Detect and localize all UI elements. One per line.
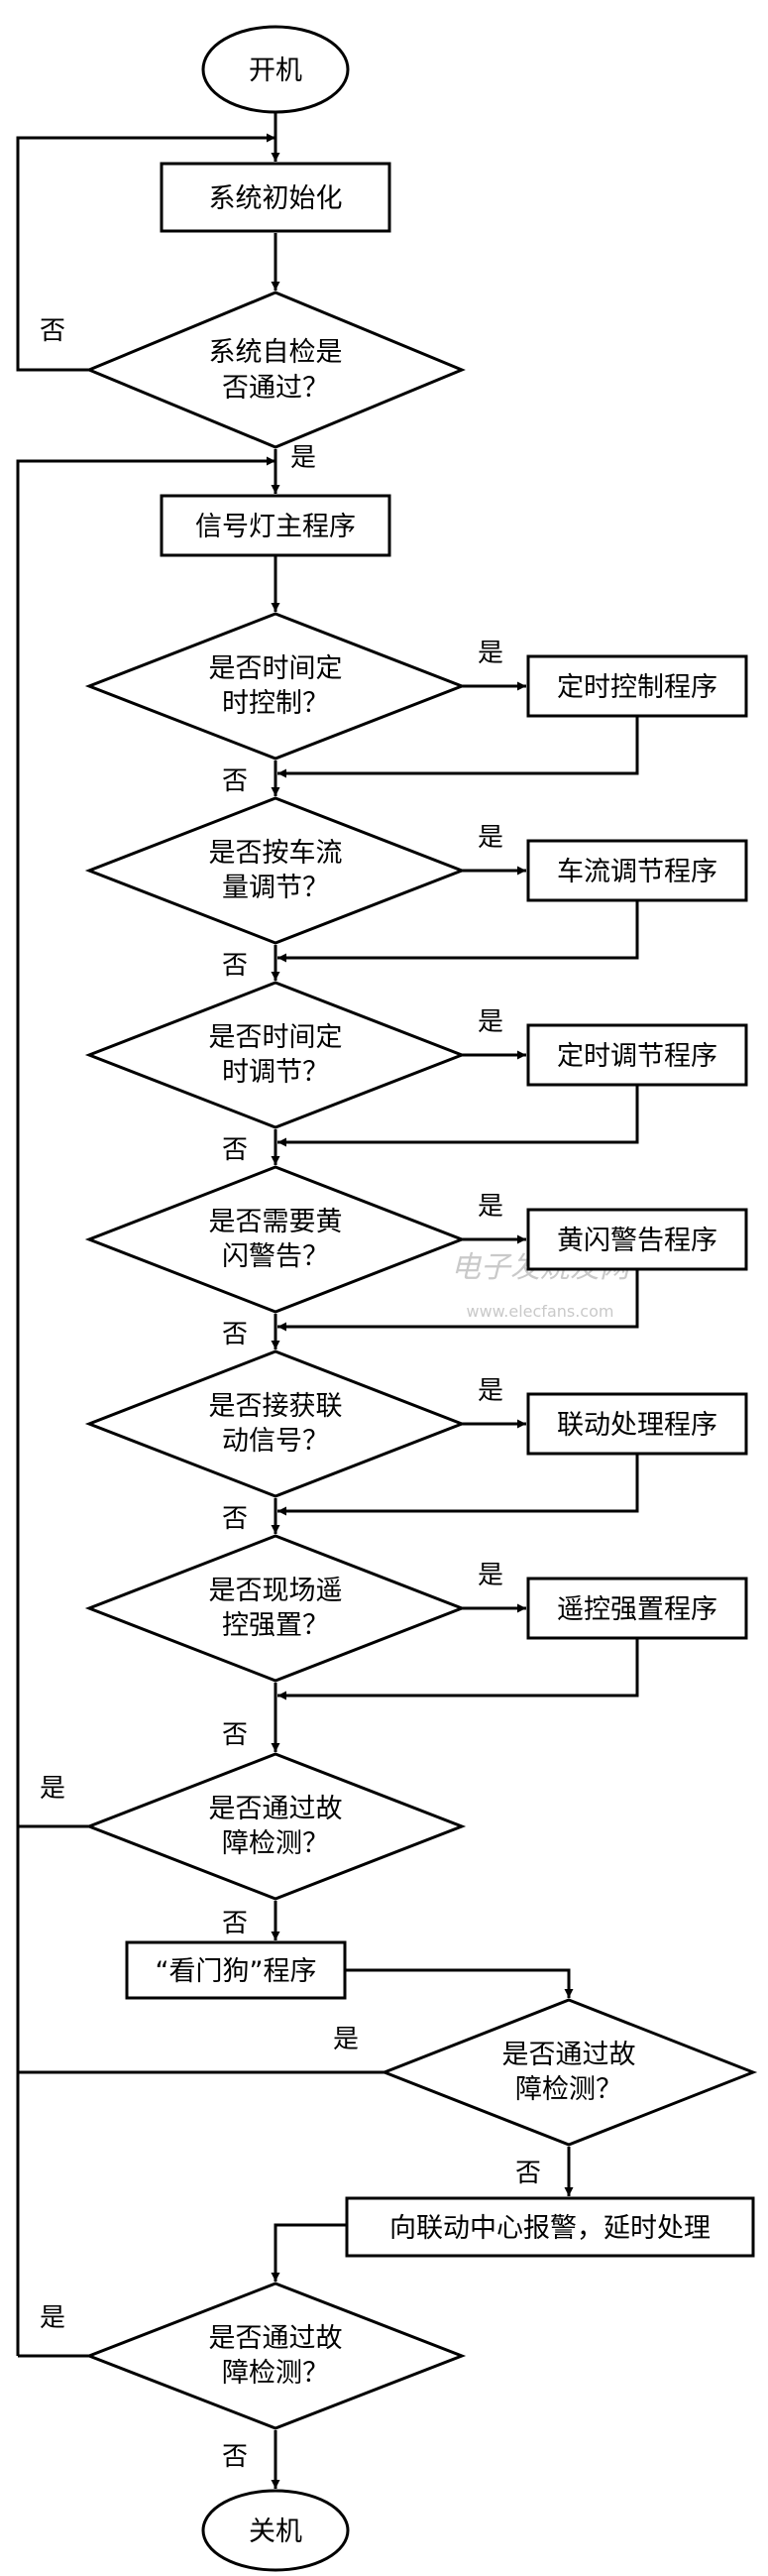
fault-check-3-line2: 障检测？ <box>222 2358 329 2389</box>
process-1: 定时控制程序 <box>526 654 748 718</box>
decision-3-line1: 是否时间定 <box>209 1022 343 1053</box>
d5-no-label: 否 <box>222 1504 248 1534</box>
process-2: 车流调节程序 <box>526 839 748 902</box>
selfcheck-yes-label: 是 <box>290 443 316 473</box>
d5-yes-label: 是 <box>478 1376 503 1406</box>
decision-1-line2: 时控制？ <box>222 688 329 719</box>
process-5: 联动处理程序 <box>526 1392 748 1456</box>
main-process: 信号灯主程序 <box>160 494 391 557</box>
d4-yes-label: 是 <box>478 1192 503 1222</box>
decision-2-line2: 量调节？ <box>222 873 329 903</box>
edge-watchdog-fault2 <box>345 1968 574 1998</box>
edge-p1-return <box>277 716 639 778</box>
start-label: 开机 <box>249 56 302 86</box>
d4-no-label: 否 <box>222 1320 248 1349</box>
d1-no-label: 否 <box>222 766 248 796</box>
decision-3-line2: 时调节？ <box>222 1057 329 1088</box>
process-6: 遥控强置程序 <box>526 1577 748 1640</box>
process-3-label: 定时调节程序 <box>557 1041 717 1072</box>
main-label: 信号灯主程序 <box>195 512 356 542</box>
fault-check-2-line2: 障检测？ <box>515 2074 622 2105</box>
edge-p3-return <box>277 1085 639 1147</box>
nodes: 开机 系统初始化 系统自检是 否通过？ 信号灯主程序 是否时间定 时控制？ 定时… <box>84 25 758 2572</box>
selfcheck-label-line2: 否通过？ <box>222 373 329 404</box>
process-5-label: 联动处理程序 <box>557 1410 717 1441</box>
edge-p6-return <box>277 1638 639 1700</box>
process-2-label: 车流调节程序 <box>557 857 717 887</box>
watchdog-process: “看门狗”程序 <box>125 1940 347 2000</box>
decision-4: 是否需要黄 闪警告？ <box>84 1165 467 1314</box>
decision-5-line1: 是否接获联 <box>209 1391 343 1422</box>
edge-selfcheck-no-loop <box>16 133 275 372</box>
fault3-yes-label: 是 <box>40 2303 65 2333</box>
init-label: 系统初始化 <box>209 183 343 214</box>
fault-check-1-line1: 是否通过故 <box>209 1794 343 1824</box>
decision-2-line1: 是否按车流 <box>209 838 343 869</box>
end-terminal: 关机 <box>201 2489 350 2572</box>
process-3: 定时调节程序 <box>526 1023 748 1087</box>
edge-labels: 否 是 是 否 是 否 是 否 是 否 是 否 是 否 是 否 是 否 是 否 <box>40 316 541 2472</box>
d2-yes-label: 是 <box>478 823 503 853</box>
edge-p5-return <box>277 1454 639 1516</box>
edge-p2-return <box>277 900 639 963</box>
edge-p4-return <box>277 1269 639 1332</box>
fault-check-1-line2: 障检测？ <box>222 1828 329 1859</box>
fault2-yes-label: 是 <box>333 2025 359 2054</box>
process-4: 黄闪警告程序 <box>526 1208 748 1271</box>
fault-check-1: 是否通过故 障检测？ <box>84 1752 467 1901</box>
init-process: 系统初始化 <box>160 162 391 233</box>
decision-2: 是否按车流 量调节？ <box>84 796 467 945</box>
fault-check-3-line1: 是否通过故 <box>209 2323 343 2354</box>
fault-check-2-line1: 是否通过故 <box>502 2040 636 2070</box>
decision-1-line1: 是否时间定 <box>209 653 343 684</box>
fault1-yes-label: 是 <box>40 1774 65 1804</box>
edge-fault-yes-loop <box>16 456 275 2356</box>
alarm-process: 向联动中心报警，延时处理 <box>345 2196 755 2258</box>
alarm-label: 向联动中心报警，延时处理 <box>389 2213 711 2244</box>
process-1-label: 定时控制程序 <box>557 672 717 703</box>
d6-yes-label: 是 <box>478 1561 503 1590</box>
decision-6-line1: 是否现场遥 <box>209 1576 343 1606</box>
edge-alarm-fault3 <box>271 2223 347 2282</box>
d3-yes-label: 是 <box>478 1007 503 1037</box>
decision-4-line1: 是否需要黄 <box>209 1207 343 1237</box>
decision-4-line2: 闪警告？ <box>222 1241 329 1272</box>
decision-6-line2: 控强置？ <box>222 1610 329 1641</box>
decision-5-line2: 动信号？ <box>222 1426 329 1457</box>
d3-no-label: 否 <box>222 1135 248 1165</box>
start-terminal: 开机 <box>201 25 350 114</box>
decision-6: 是否现场遥 控强置？ <box>84 1534 467 1683</box>
d1-yes-label: 是 <box>478 639 503 668</box>
watchdog-label: “看门狗”程序 <box>156 1956 317 1987</box>
fault1-no-label: 否 <box>222 1909 248 1938</box>
end-label: 关机 <box>249 2517 302 2547</box>
fault-check-2: 是否通过故 障检测？ <box>380 1998 758 2147</box>
decision-5: 是否接获联 动信号？ <box>84 1349 467 1498</box>
process-6-label: 遥控强置程序 <box>557 1594 717 1625</box>
selfcheck-decision: 系统自检是 否通过？ <box>85 291 466 449</box>
d2-no-label: 否 <box>222 951 248 981</box>
selfcheck-label-line1: 系统自检是 <box>209 337 343 368</box>
decision-1: 是否时间定 时控制？ <box>84 612 467 761</box>
fault3-no-label: 否 <box>222 2442 248 2472</box>
process-4-label: 黄闪警告程序 <box>557 1226 717 1256</box>
d6-no-label: 否 <box>222 1720 248 1750</box>
fault2-no-label: 否 <box>515 2159 541 2188</box>
connectors <box>16 112 639 2489</box>
decision-3: 是否时间定 时调节？ <box>84 981 467 1129</box>
selfcheck-no-label: 否 <box>40 316 65 346</box>
watermark-url: www.elecfans.com <box>467 1302 614 1321</box>
fault-check-3: 是否通过故 障检测？ <box>84 2282 467 2430</box>
